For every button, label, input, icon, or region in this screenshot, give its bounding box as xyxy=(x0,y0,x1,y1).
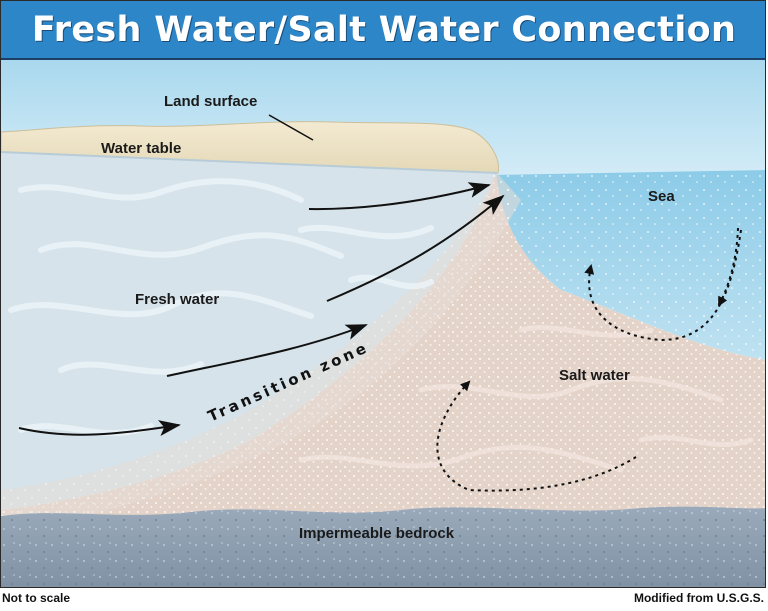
land-surface-label: Land surface xyxy=(164,93,258,110)
fresh-water-zone xyxy=(1,152,496,510)
water-texture xyxy=(8,178,434,437)
title-bar: Fresh Water/Salt Water Connection xyxy=(1,1,765,60)
diagram-frame: Fresh Water/Salt Water Connection xyxy=(0,0,766,588)
groundwater-illustration xyxy=(1,60,765,587)
source-credit: Modified from U.S.G.S. xyxy=(633,591,764,605)
water-table-line xyxy=(1,151,499,174)
fresh-water-label: Fresh water xyxy=(135,291,220,308)
flow-arrow-2 xyxy=(166,324,368,377)
flow-arrow-1 xyxy=(18,420,181,436)
flow-arrow-3 xyxy=(326,194,505,302)
land-surface-leader xyxy=(268,114,314,141)
sea-label: Sea xyxy=(648,188,675,205)
not-to-scale-note: Not to scale xyxy=(2,591,71,605)
sea-circulation-arrow-1 xyxy=(584,229,742,342)
water-table-label: Water table xyxy=(101,140,182,157)
diagram-title: Fresh Water/Salt Water Connection xyxy=(31,9,737,50)
land-surface-strip xyxy=(1,121,500,174)
bedrock-label: Impermeable bedrock xyxy=(299,525,455,542)
sea-circulation-arrow-2 xyxy=(718,227,739,307)
salt-water-label: Salt water xyxy=(559,367,630,384)
flow-arrow-4 xyxy=(308,182,491,211)
